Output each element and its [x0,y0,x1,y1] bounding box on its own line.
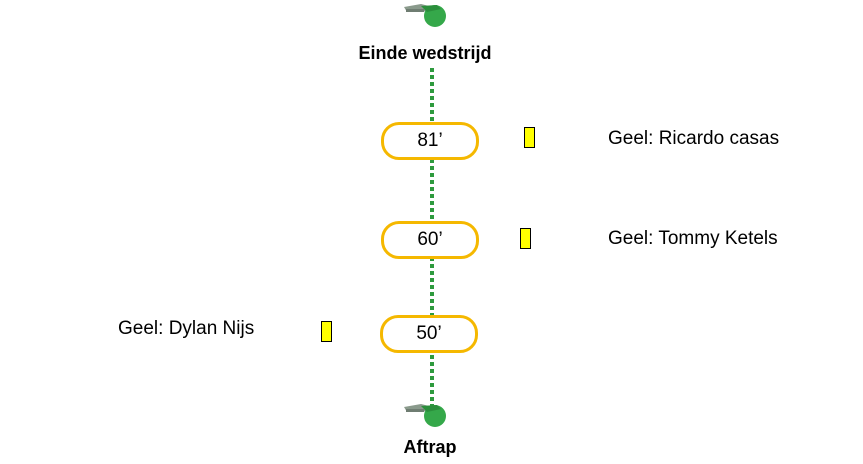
kickoff-label: Aftrap [403,437,457,457]
event-text-60: Geel: Tommy Ketels [608,228,778,249]
yellow-card-icon [520,228,531,249]
end-of-match-label: Einde wedstrijd [358,43,492,63]
whistle-icon [401,0,451,30]
yellow-card-icon [524,127,535,148]
minute-badge-60: 60’ [381,221,479,259]
event-text-50: Geel: Dylan Nijs [118,318,255,339]
minute-badge-81: 81’ [381,122,479,160]
event-text-81: Geel: Ricardo casas [608,128,780,149]
minute-badge-50: 50’ [380,315,478,353]
whistle-icon [401,400,451,430]
yellow-card-icon [321,321,332,342]
